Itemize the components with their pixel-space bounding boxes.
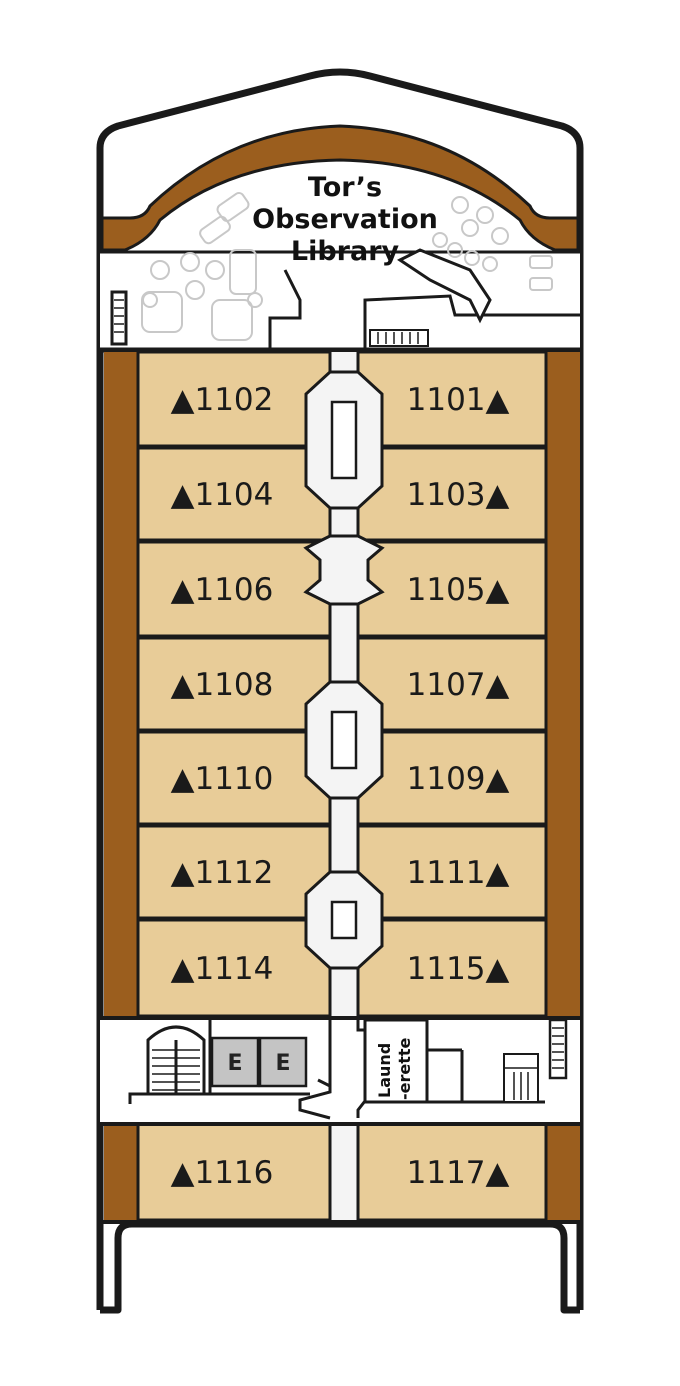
elevator-1 xyxy=(210,1036,260,1088)
cabin-left-6 xyxy=(136,824,332,920)
cabins-right: 1101▲ 1103▲ 1105▲ 1107▲ 1109▲ 1111▲ 1115▲ 1117▲ xyxy=(356,350,548,1222)
library-vent-lines xyxy=(377,332,419,344)
bottom-corridor-walls xyxy=(100,1124,580,1224)
cabin-label-right-1: 1101▲ xyxy=(407,382,510,418)
cabin-label-right-2: 1103▲ xyxy=(407,477,510,513)
cabin-label-right-7: 1115▲ xyxy=(407,951,510,987)
library-label-line1: Tor’s xyxy=(308,172,382,203)
library-label-line3: Library xyxy=(291,236,400,267)
wood-strip-left-bottom xyxy=(104,1124,138,1222)
cabin-right-3 xyxy=(356,540,548,638)
wood-strip-right-bottom xyxy=(546,1124,580,1222)
cabin-label-left-3: ▲1106 xyxy=(171,572,274,608)
wood-strip-right xyxy=(546,352,580,1020)
library-desk xyxy=(397,248,492,324)
library-wall-left xyxy=(268,269,302,350)
library-label-line2: Observation xyxy=(252,204,438,235)
cabin-left-5 xyxy=(136,730,332,826)
cabin-label-right-6: 1111▲ xyxy=(407,855,510,891)
library-vent xyxy=(369,329,429,347)
cabin-right-4 xyxy=(356,636,548,732)
corridor-alcove-core-1 xyxy=(330,400,358,480)
library-wood-arch xyxy=(100,124,580,252)
cabin-label-right-3: 1105▲ xyxy=(407,572,510,608)
cabin-label-left-8: ▲1116 xyxy=(171,1155,274,1191)
cabin-right-5 xyxy=(356,730,548,826)
corridor-alcove-core-2 xyxy=(330,710,358,770)
cabin-label-right-8: 1117▲ xyxy=(407,1155,510,1191)
wood-strip-left xyxy=(104,352,138,1020)
elevator-1-label: E xyxy=(227,1051,242,1076)
cabin-right-6 xyxy=(356,824,548,920)
cabins-left: ▲1102 ▲1104 ▲1106 ▲1108 ▲1110 ▲1112 ▲1114 ▲1116 xyxy=(136,350,332,1222)
cabin-left-4 xyxy=(136,636,332,732)
corridor-alcove-core-3 xyxy=(330,900,358,940)
cabin-left-3 xyxy=(136,540,332,638)
laundrette-label-line2: -erette xyxy=(395,1037,414,1100)
cabin-label-left-6: ▲1112 xyxy=(171,855,274,891)
cabin-label-left-7: ▲1114 xyxy=(171,951,274,987)
cabin-label-right-5: 1109▲ xyxy=(407,761,510,797)
cabin-left-2 xyxy=(136,446,332,542)
cabin-left-1 xyxy=(136,350,332,448)
cabin-label-left-5: ▲1110 xyxy=(171,761,274,797)
elevator-2-label: E xyxy=(275,1051,290,1076)
service-area xyxy=(100,1016,580,1126)
stair-vent-left-lines xyxy=(114,299,124,333)
cabin-left-8 xyxy=(136,1122,332,1222)
library-floor xyxy=(100,165,580,350)
corridor-crossing xyxy=(303,534,385,606)
corridor-alcoves xyxy=(303,370,385,970)
cabin-left-7 xyxy=(136,918,332,1018)
library-wall-right xyxy=(363,294,580,350)
stair-vent-left xyxy=(110,290,128,346)
cabin-label-left-4: ▲1108 xyxy=(171,667,274,703)
cabin-label-right-4: 1107▲ xyxy=(407,667,510,703)
cabin-label-left-2: ▲1104 xyxy=(171,477,274,513)
elevator-2 xyxy=(258,1036,308,1088)
elevators: E E xyxy=(210,1036,308,1088)
laundrette-label-line1: Laund xyxy=(375,1043,394,1098)
library-furniture xyxy=(141,191,553,341)
cabin-label-left-1: ▲1102 xyxy=(171,382,274,418)
